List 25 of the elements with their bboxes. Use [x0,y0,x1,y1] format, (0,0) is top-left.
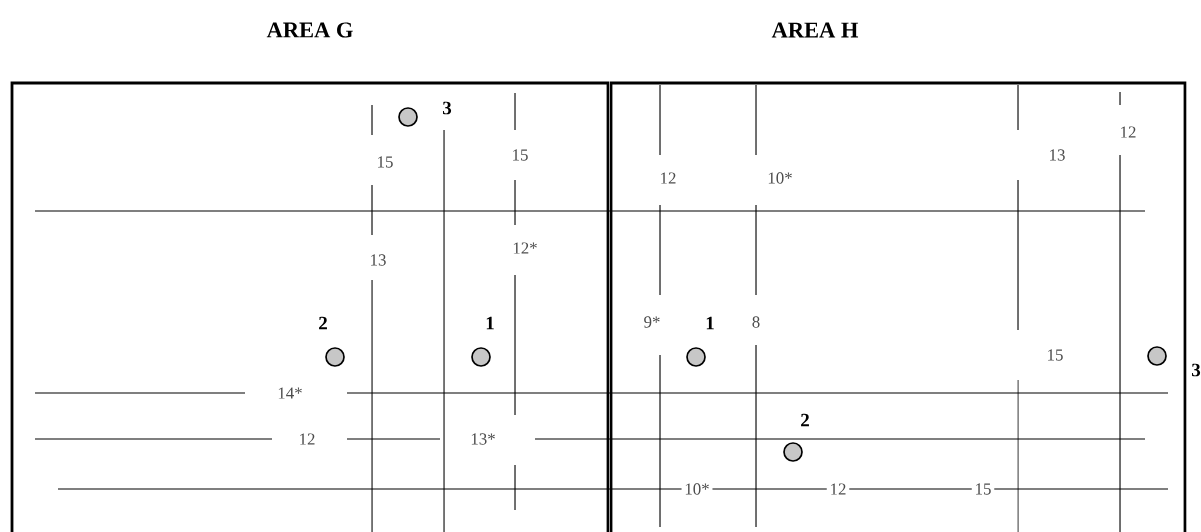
line-value: 13* [467,430,499,448]
line-value: 14* [274,384,306,402]
line-value: 15 [373,153,397,171]
line-value: 15 [508,146,532,164]
point-number: 1 [703,315,717,331]
line-value: 13 [366,251,390,269]
line-value: 15 [971,480,995,498]
line-value: 12 [295,430,319,448]
line-value: 8 [749,313,764,331]
point-number: 3 [1189,362,1201,378]
area-title: AREA G [266,22,353,38]
point-number: 2 [316,315,330,331]
line-value: 12 [1116,123,1140,141]
line-value: 9* [640,313,664,331]
line-value: 10* [681,480,713,498]
point-number: 1 [483,315,497,331]
line-value: 10* [764,169,796,187]
line-value: 12 [826,480,850,498]
line-value: 13 [1045,146,1069,164]
line-value: 12 [656,169,680,187]
line-value: 12* [509,239,541,257]
point-number: 2 [798,412,812,428]
point-number: 3 [440,100,454,116]
area-title: AREA H [771,22,859,38]
line-value: 15 [1043,346,1067,364]
